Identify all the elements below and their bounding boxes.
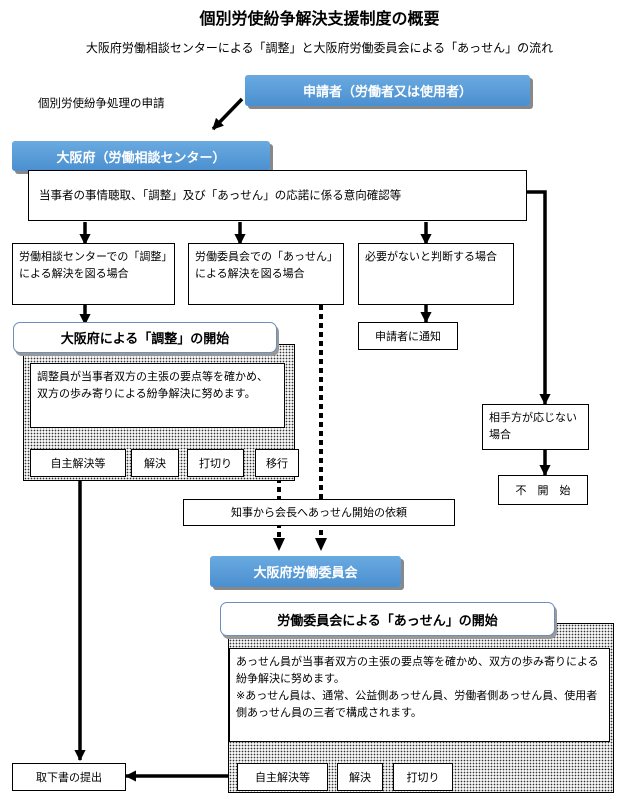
chousei-outcome-3: 打切り xyxy=(187,449,244,477)
not-started-box: 不 開 始 xyxy=(498,475,588,505)
assen-desc-box: あっせん員が当事者双方の主張の要点等を確かめ、双方の歩み寄りによる紛争解決に努め… xyxy=(229,648,610,742)
page-title: 個別労使紛争解決支援制度の概要 xyxy=(199,9,440,28)
assen-note-text: ※あっせん員は、通常、公益側あっせん員、労働者側あっせん員、使用者側あっせん員の… xyxy=(236,689,598,719)
withdrawal-box: 取下書の提出 xyxy=(12,763,126,791)
osaka-center-box: 大阪府（労働相談センター） xyxy=(12,141,270,171)
chousei-outcome-2: 解決 xyxy=(131,449,179,477)
assen-outcome-1: 自主解決等 xyxy=(237,763,328,791)
page-subtitle: 大阪府労働相談センターによる「調整」と大阪府労働委員会による「あっせん」の流れ xyxy=(85,41,554,55)
chousei-start-box: 大阪府による「調整」の開始 xyxy=(13,322,277,353)
application-label: 個別労使紛争処理の申請 xyxy=(38,96,165,110)
other-party-declines-box: 相手方が応じない場合 xyxy=(482,404,589,450)
branch-unneeded-box: 必要がないと判断する場合 xyxy=(358,243,514,305)
dotted-arrowhead-1 xyxy=(273,538,285,551)
dotted-arrowhead-2 xyxy=(315,538,327,551)
chousei-outcome-4: 移行 xyxy=(255,449,299,477)
assen-desc-text: あっせん員が当事者双方の主張の要点等を確かめ、双方の歩み寄りによる紛争解決に努め… xyxy=(236,655,599,685)
governor-request-box: 知事から会長へあっせん開始の依頼 xyxy=(183,499,455,526)
notify-box: 申請者に通知 xyxy=(358,322,458,350)
assen-outcome-2: 解決 xyxy=(337,763,383,791)
arrow-applicant-to-center xyxy=(211,97,244,131)
branch-committee-box: 労働委員会での「あっせん」による解決を図る場合 xyxy=(188,243,344,305)
arrow-intake-to-declines xyxy=(527,190,551,406)
assen-outcome-3: 打切り xyxy=(393,763,453,791)
assen-start-box: 労働委員会による「あっせん」の開始 xyxy=(220,602,555,636)
labor-committee-box: 大阪府労働委員会 xyxy=(210,556,401,587)
applicant-box: 申請者（労働者又は使用者） xyxy=(245,75,530,106)
chousei-outcome-1: 自主解決等 xyxy=(30,449,126,477)
intake-box: 当事者の事情聴取、「調整」及び「あっせん」の応諾に係る意向確認等 xyxy=(28,170,527,221)
branch-center-box: 労働相談センターでの「調整」による解決を図る場合 xyxy=(12,243,175,305)
chousei-desc-box: 調整員が当事者双方の主張の要点等を確かめ、双方の歩み寄りによる紛争解決に努めます… xyxy=(30,363,285,428)
